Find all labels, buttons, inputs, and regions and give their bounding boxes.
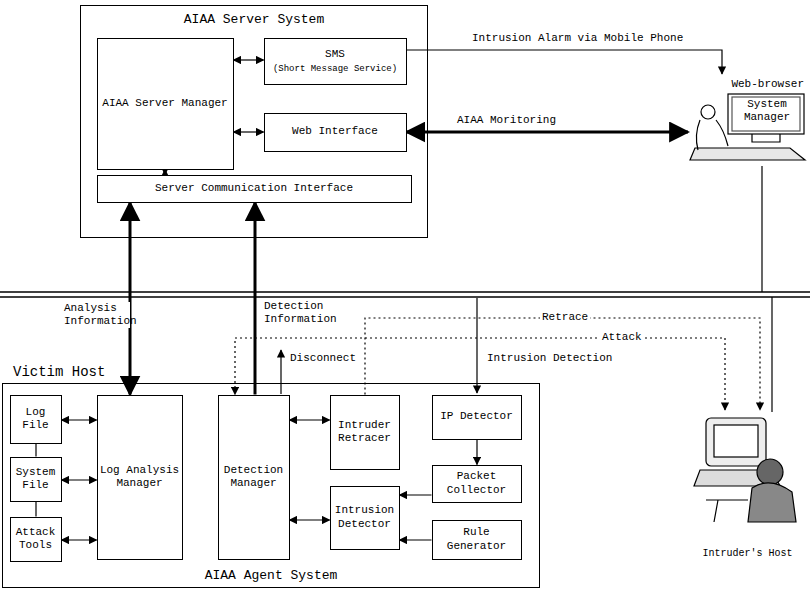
edge-label: Detection Information [262, 300, 346, 326]
node-text: AIAA Agent System [3, 568, 539, 584]
manager-workstation: Web-browserSystem Manager [688, 74, 806, 166]
node-text: AIAA Server System [81, 12, 427, 28]
connector-arrow [400, 539, 432, 540]
process-box: IP Detector [432, 395, 522, 440]
node-text: System Manager [734, 98, 800, 124]
connector-arrow [476, 440, 477, 465]
node-text: Detection Manager [221, 464, 287, 490]
process-box: AIAA Server Manager [97, 38, 234, 170]
node-text: Log Analysis Manager [100, 464, 180, 490]
node-text: Intrusion Detector [333, 504, 397, 530]
connector-arrow [290, 519, 330, 520]
edge-label: Intrusion Alarm via Mobile Phone [470, 32, 685, 45]
intruder-drop-line [771, 297, 772, 412]
process-box: Intrusion Detector [330, 486, 400, 550]
connector-arrow [254, 203, 257, 395]
node-text: Rule Generator [435, 526, 519, 552]
dotted-route [365, 318, 760, 410]
node-text: Web Interface [292, 125, 378, 138]
signal-label: Intrusion Detection [485, 352, 614, 365]
process-box: Rule Generator [432, 520, 522, 560]
connector-arrow [407, 50, 723, 74]
connector-arrow [35, 502, 36, 517]
connector-arrow [400, 494, 432, 495]
node-text: Attack Tools [13, 526, 59, 552]
intruder-host: Intruder's Host [690, 410, 805, 560]
node-text: IP Detector [440, 410, 513, 423]
process-box: Log Analysis Manager [97, 395, 183, 560]
file-box: System File [10, 457, 62, 502]
file-box: Attack Tools [10, 517, 62, 562]
interface-box: Server Communication Interface [97, 175, 412, 203]
node-text: (Short Message Service) [273, 64, 397, 75]
node-text: Packet Collector [435, 470, 519, 496]
connector-arrow [407, 131, 689, 134]
network-line [0, 292, 810, 297]
connector-arrow [234, 131, 264, 132]
node-text: SMS [325, 48, 345, 61]
node-text: AIAA Server Manager [102, 97, 227, 110]
node-text: Web-browser [731, 78, 804, 91]
process-box: Web Interface [264, 113, 407, 152]
manager-drop-line [761, 166, 762, 292]
edge-label: AIAA Moritoring [455, 114, 558, 127]
node-text: Log File [13, 406, 59, 432]
connector-arrow [62, 539, 97, 540]
connector-arrow [62, 419, 97, 420]
computer-illustration [690, 94, 805, 160]
signal-label: Disconnect [288, 352, 358, 365]
file-box: Log File [10, 395, 62, 444]
process-box: Detection Manager [218, 395, 290, 560]
node-text: Victim Host [13, 364, 105, 381]
connector-arrow [35, 444, 36, 457]
intruder-illustration [694, 418, 796, 522]
intrusion-detection-arrow [476, 298, 477, 393]
connector-arrow [234, 59, 264, 60]
agent-system-box: Victim HostAIAA Agent SystemLog FileSyst… [2, 383, 540, 588]
process-box: Intruder Retracer [330, 395, 400, 470]
connector-arrow [129, 203, 132, 395]
node-text: Server Communication Interface [155, 182, 353, 195]
node-text: System File [13, 466, 59, 492]
connector-arrow [62, 479, 97, 480]
node-text: Intruder Retracer [333, 419, 397, 445]
edge-label: Retrace [540, 311, 590, 324]
edge-label: Attack [600, 331, 644, 344]
process-box: SMS (Short Message Service) [264, 38, 407, 85]
connector-arrow [290, 419, 330, 420]
node-text: Intruder's Host [690, 548, 805, 560]
edge-label: Analysis Information [62, 302, 130, 328]
process-box: Packet Collector [432, 465, 522, 503]
server-system-box: AIAA Server SystemAIAA Server Manager SMS… [80, 5, 428, 238]
disconnect-arrow [280, 350, 281, 394]
